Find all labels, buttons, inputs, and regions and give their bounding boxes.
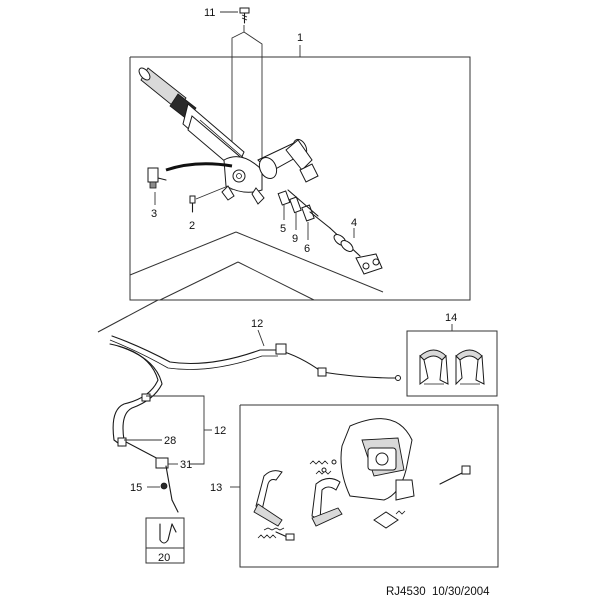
brake-shoe-box-14 <box>406 324 498 397</box>
callout-3: 3 <box>151 208 157 220</box>
callout-1: 1 <box>297 32 303 44</box>
lever-cable-curve <box>165 162 233 172</box>
diagram-code: RJ4530 <box>386 586 426 598</box>
callout-9: 9 <box>292 233 298 245</box>
lever-assembly-frame <box>129 56 471 301</box>
screw-part-2 <box>189 185 229 213</box>
callout-5: 5 <box>280 223 286 235</box>
leader-12a <box>257 329 265 347</box>
callout-31: 31 <box>180 459 192 471</box>
callout-13: 13 <box>210 482 222 494</box>
callout-12-lower: 12 <box>214 425 226 437</box>
bracket-12b <box>146 395 205 465</box>
callout-14: 14 <box>445 312 457 324</box>
drum-brake-box-13 <box>230 404 499 568</box>
rear-brake-cables <box>97 299 401 513</box>
callout-28: 28 <box>164 435 176 447</box>
callout-2: 2 <box>189 220 195 232</box>
callout-20: 20 <box>158 552 170 564</box>
callout-12-upper: 12 <box>251 318 263 330</box>
switch-part-3 <box>147 167 167 189</box>
diagram-date: 10/30/2004 <box>432 586 490 598</box>
callout-6: 6 <box>304 243 310 255</box>
parking-brake-lever <box>138 67 319 205</box>
adjuster-parts-5-9-6 <box>277 189 331 229</box>
callout-4: 4 <box>351 217 357 229</box>
callout-15: 15 <box>130 482 142 494</box>
callout-11: 11 <box>204 7 215 19</box>
equalizer-part-4 <box>329 227 383 275</box>
bolt-part-11 <box>239 7 250 24</box>
bracket-11 <box>231 25 245 190</box>
clip-box-20 <box>145 517 185 564</box>
